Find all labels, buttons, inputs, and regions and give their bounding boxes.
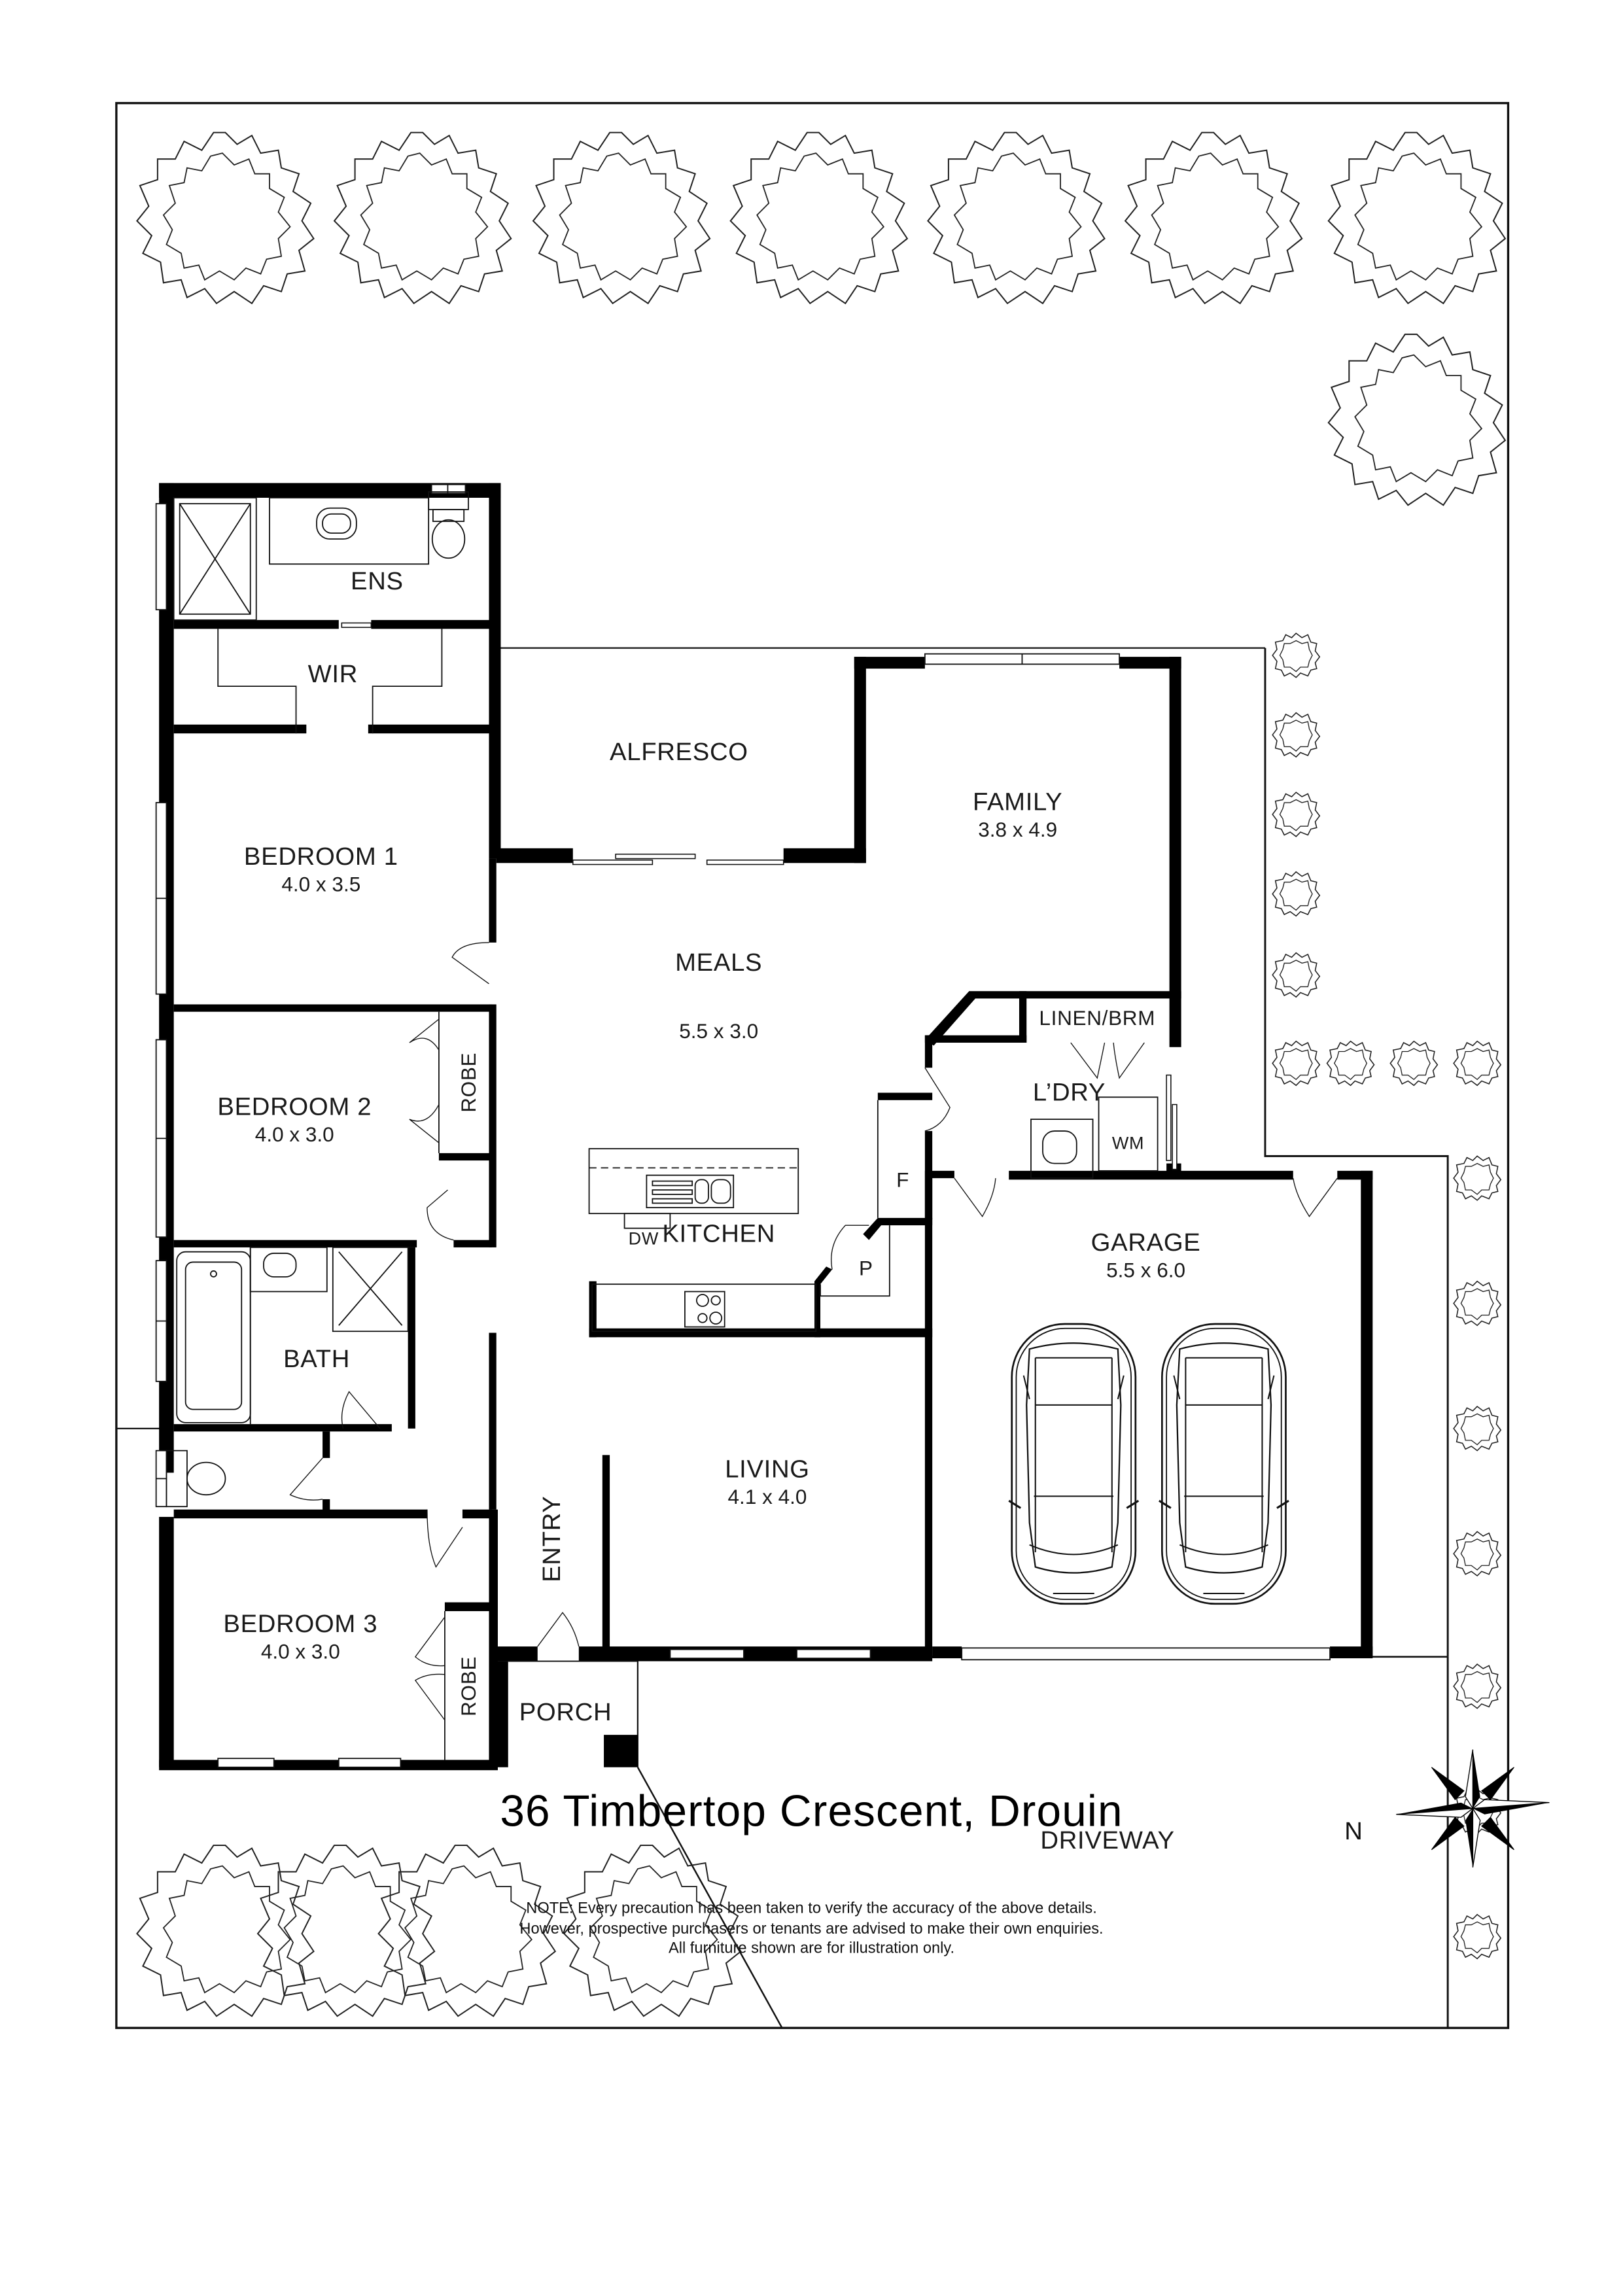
property-boundary xyxy=(115,101,1510,2029)
property-address-title: 36 Timbertop Crescent, Drouin xyxy=(500,1788,1123,1837)
trees-top-row xyxy=(136,131,1506,506)
room-bath: BATH xyxy=(283,1345,351,1373)
shrubs-east-strip xyxy=(1272,633,1501,1960)
room-garage: GARAGE 5.5 x 6.0 xyxy=(1091,1228,1201,1281)
fridge-label: F xyxy=(896,1168,910,1192)
room-kitchen: KITCHEN xyxy=(662,1219,776,1248)
room-meals: MEALS xyxy=(675,948,763,977)
car-icon-left xyxy=(1007,1323,1140,1605)
disclaimer-line-2: However, prospective purchasers or tenan… xyxy=(519,1920,1104,1938)
room-living: LIVING 4.1 x 4.0 xyxy=(725,1455,810,1508)
room-wir: WIR xyxy=(307,660,358,688)
car-icon-right xyxy=(1158,1323,1290,1605)
pantry-label: P xyxy=(858,1256,873,1280)
room-ens: ENS xyxy=(350,567,404,596)
area-driveway: DRIVEWAY xyxy=(1040,1826,1175,1855)
room-bedroom-3: BEDROOM 3 4.0 x 3.0 xyxy=(223,1610,378,1663)
washing-machine-label: WM xyxy=(1111,1132,1145,1154)
compass-rose-icon xyxy=(1396,1749,1550,1868)
room-robe-bedroom-3: ROBE xyxy=(456,1656,480,1716)
room-laundry: L’DRY xyxy=(1032,1078,1106,1107)
walls xyxy=(159,483,1373,1771)
disclaimer-note: NOTE: Every precaution has been taken to… xyxy=(519,1900,1103,1960)
room-meals-dimensions: 5.5 x 3.0 xyxy=(679,1018,759,1043)
door-swings xyxy=(289,942,1338,1721)
room-porch: PORCH xyxy=(519,1698,612,1727)
room-alfresco: ALFRESCO xyxy=(610,738,748,767)
disclaimer-line-3: All furniture shown are for illustration… xyxy=(668,1939,955,1958)
disclaimer-line-1: NOTE: Every precaution has been taken to… xyxy=(526,1900,1097,1918)
dishwasher-label: DW xyxy=(628,1228,659,1249)
room-bedroom-1: BEDROOM 1 4.0 x 3.5 xyxy=(243,843,398,896)
room-robe-bedroom-2: ROBE xyxy=(456,1052,480,1113)
room-family: FAMILY 3.8 x 4.9 xyxy=(973,788,1063,841)
fixtures xyxy=(166,491,1159,1760)
room-bedroom-2: BEDROOM 2 4.0 x 3.0 xyxy=(217,1092,372,1145)
windows xyxy=(155,483,1331,1768)
room-entry: ENTRY xyxy=(538,1495,567,1582)
room-linen-brm: LINEN/BRM xyxy=(1039,1005,1156,1030)
north-label: N xyxy=(1344,1817,1363,1846)
doors xyxy=(341,622,1178,1170)
